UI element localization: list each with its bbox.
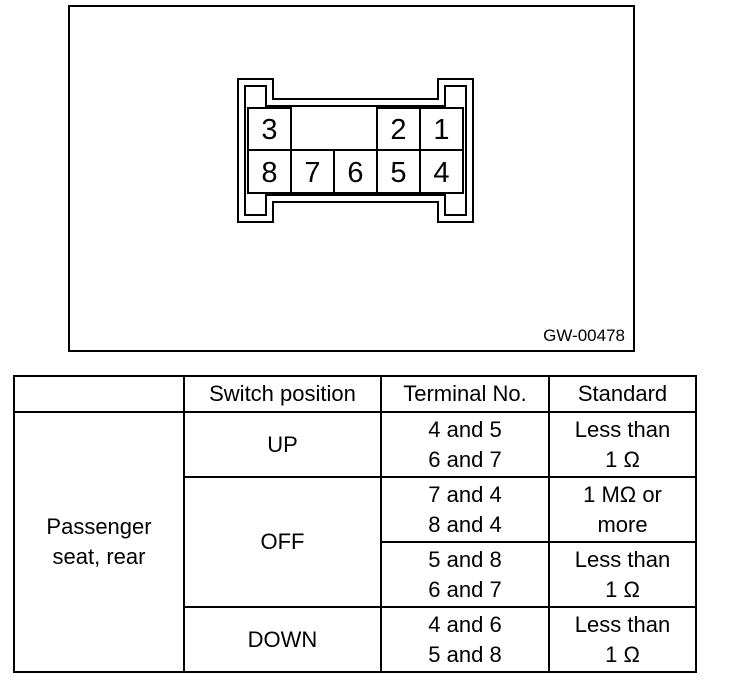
header-switch-position: Switch position [183,375,382,413]
standard-line: Less than [574,416,671,442]
terminal-number: 1 [433,114,449,146]
terminal-number: 3 [261,114,277,146]
standard-line: 1 Ω [605,576,640,602]
standard-line: 1 Ω [605,446,640,472]
terminal-pair: 7 and 4 [428,481,502,507]
terminal-number: 2 [390,114,406,146]
standard-cell: Less than 1 Ω [548,606,697,673]
standard-line: more [597,511,648,537]
terminal-pair: 5 and 8 [428,546,502,572]
terminal-number: 5 [390,157,406,189]
switch-position-cell: OFF [183,476,382,608]
group-label-line: seat, rear [52,544,146,569]
connector-housing-outer [237,78,474,223]
terminal-cell: 4 and 6 5 and 8 [380,606,550,673]
terminal-number: 8 [261,157,277,189]
terminal-number: 6 [347,157,363,189]
standard-line: Less than [574,611,671,637]
spec-table: Switch position Terminal No. Standard Pa… [13,375,697,673]
terminal-cell: 7 and 4 8 and 4 [380,476,550,543]
table-row: Passenger seat, rear UP 4 and 5 6 and 7 … [13,411,697,673]
standard-line: 1 Ω [605,641,640,667]
cell-4 [419,149,464,194]
terminal-number: 7 [304,157,320,189]
connector-figure: 3 2 1 8 7 6 5 4 GW-00478 [68,5,635,352]
connector-housing-inner [244,85,467,216]
terminal-pair: 4 and 5 [428,416,502,442]
terminal-cells [247,107,464,194]
standard-cell: Less than 1 Ω [548,541,697,608]
terminal-number: 4 [433,157,449,189]
header-cell-blank [13,375,185,413]
terminal-pair: 8 and 4 [428,511,502,537]
standard-line: 1 MΩ or [583,481,662,507]
table-header-row: Switch position Terminal No. Standard [13,375,697,413]
terminal-pair: 6 and 7 [428,446,502,472]
header-terminal-no: Terminal No. [380,375,550,413]
standard-cell: 1 MΩ or more [548,476,697,543]
standard-line: Less than [574,546,671,572]
group-label-line: Passenger [46,514,152,539]
connector-diagram: 3 2 1 8 7 6 5 4 [237,78,474,223]
terminal-cell: 4 and 5 6 and 7 [380,411,550,478]
standard-cell: Less than 1 Ω [548,411,697,478]
terminal-pair: 6 and 7 [428,576,502,602]
table-row: 5 and 8 6 and 7 Less than 1 Ω [14,541,697,608]
switch-position-cell: DOWN [183,606,382,673]
table-row: DOWN 4 and 6 5 and 8 Less than 1 Ω [14,606,697,673]
table-row: OFF 7 and 4 8 and 4 1 MΩ or more [14,476,697,608]
terminal-pair: 4 and 6 [428,611,502,637]
switch-position-cell: UP [183,411,382,478]
terminal-pair: 5 and 8 [428,641,502,667]
terminal-cell: 5 and 8 6 and 7 [380,541,550,608]
header-standard: Standard [548,375,697,413]
group-label-cell: Passenger seat, rear [13,411,185,673]
figure-code: GW-00478 [543,326,625,345]
